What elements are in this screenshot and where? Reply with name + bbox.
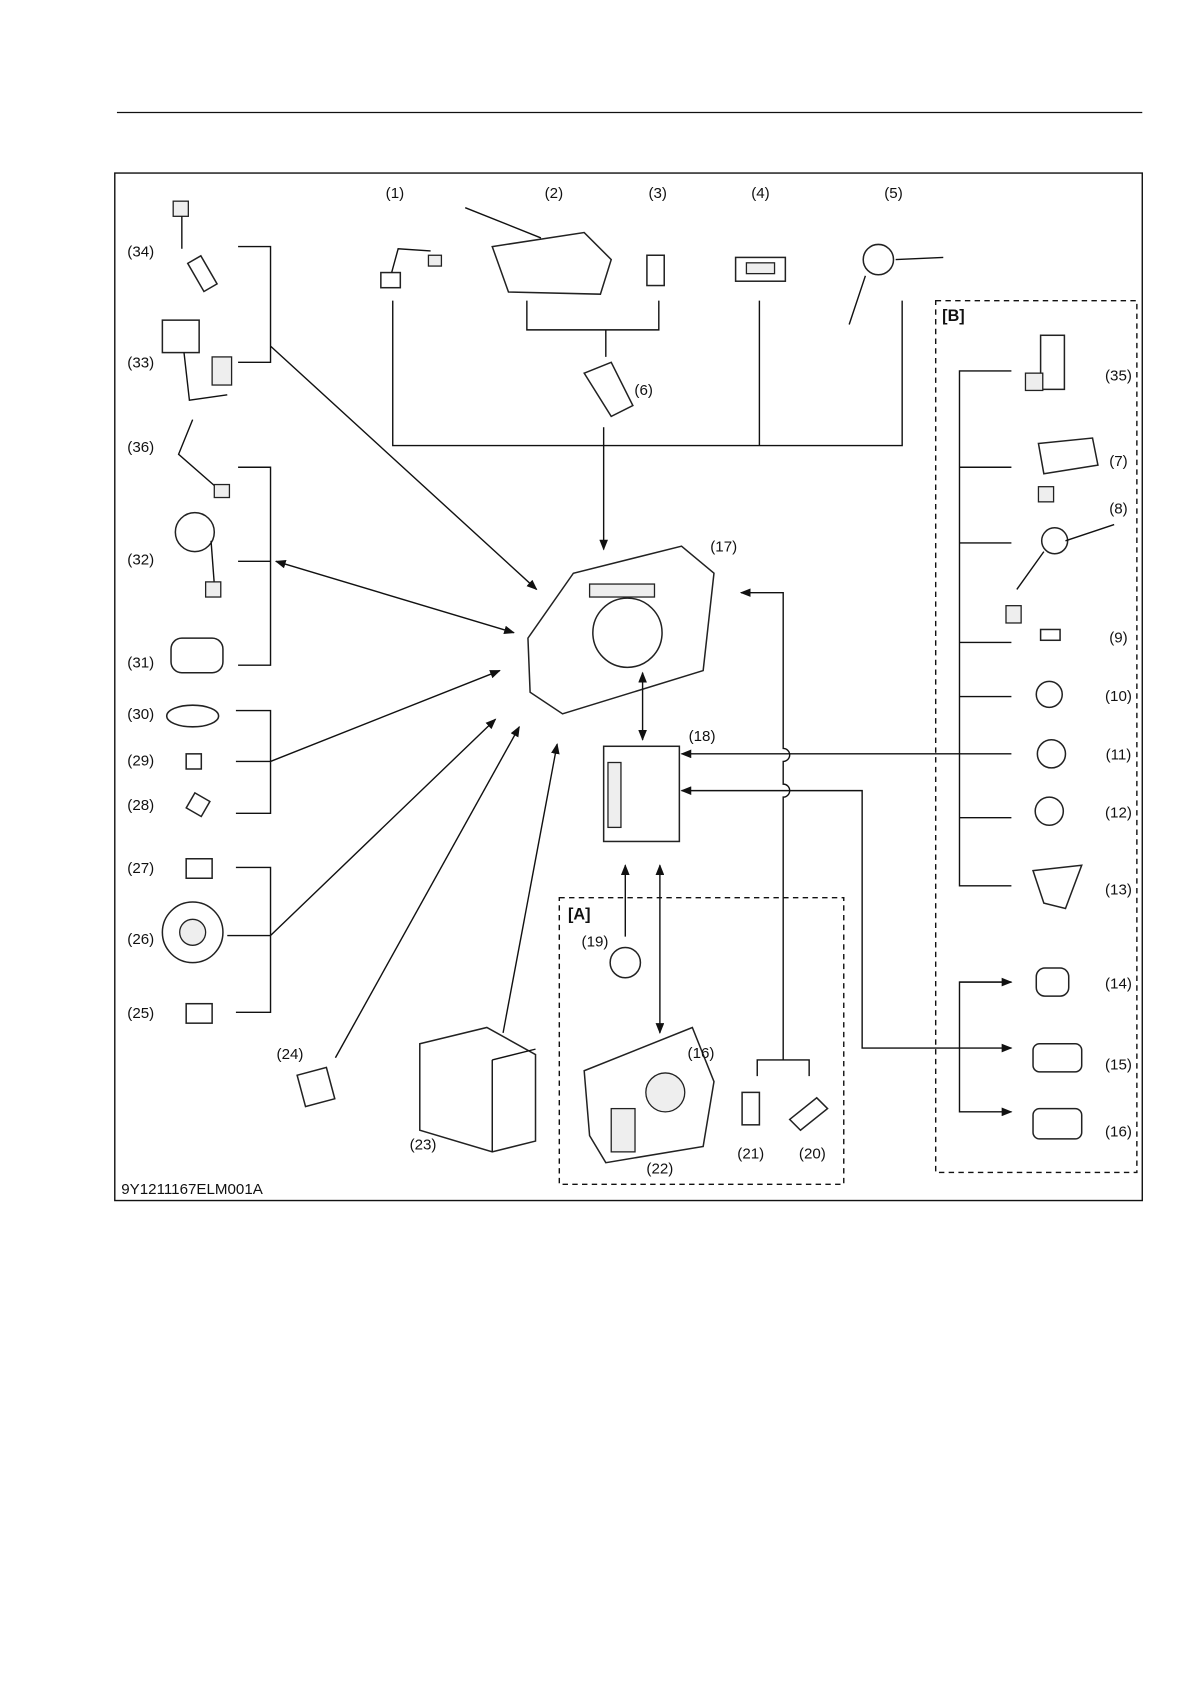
part-18-controller xyxy=(602,745,681,843)
label-10: (10) xyxy=(1105,688,1132,705)
part-5-key-switch xyxy=(848,243,944,325)
label-7: (7) xyxy=(1109,453,1128,470)
part-30-sender xyxy=(165,704,220,728)
part-36-sensor xyxy=(177,419,231,499)
part-11-sensor xyxy=(1036,739,1067,769)
part-7-switch xyxy=(1037,437,1099,503)
part-6-relay xyxy=(583,361,634,418)
label-6: (6) xyxy=(634,382,653,399)
connection-lines xyxy=(227,245,1011,1112)
part-19-sensor xyxy=(609,946,642,979)
label-36: (36) xyxy=(127,439,154,456)
label-12: (12) xyxy=(1105,805,1132,822)
label-20: (20) xyxy=(799,1145,826,1162)
label-19: (19) xyxy=(582,933,609,950)
part-17-meter-panel xyxy=(527,545,715,715)
label-35: (35) xyxy=(1105,368,1132,385)
label-15: (15) xyxy=(1105,1057,1132,1074)
label-1: (1) xyxy=(386,185,404,202)
part-27-sensor xyxy=(185,858,213,879)
label-25: (25) xyxy=(127,1005,154,1022)
label-28: (28) xyxy=(127,797,154,814)
label-8: (8) xyxy=(1109,501,1128,518)
part-10-sensor xyxy=(1035,680,1063,709)
part-23-battery xyxy=(419,1026,537,1153)
group-b-box xyxy=(934,299,1138,1174)
label-16-on-valve: (16) xyxy=(688,1045,715,1062)
part-15-solenoid-valve xyxy=(1032,1042,1083,1073)
part-20-temperature-sensor xyxy=(788,1096,829,1132)
label-5: (5) xyxy=(884,185,903,202)
part-32-buzzer xyxy=(174,511,222,598)
label-26: (26) xyxy=(127,931,154,948)
part-14-solenoid xyxy=(1035,967,1070,997)
part-8-lever-sensor xyxy=(1005,523,1115,624)
figure-code: 9Y1211167ELM001A xyxy=(121,1181,263,1198)
label-9: (9) xyxy=(1109,629,1128,646)
label-32: (32) xyxy=(127,552,154,569)
part-3-switch xyxy=(646,254,665,287)
part-13-sensor xyxy=(1032,864,1083,910)
part-24-relay xyxy=(296,1066,336,1108)
label-13: (13) xyxy=(1105,881,1132,898)
label-14: (14) xyxy=(1105,976,1132,993)
label-21: (21) xyxy=(737,1145,764,1162)
label-3: (3) xyxy=(648,185,666,202)
label-18: (18) xyxy=(689,728,716,745)
part-31-solenoid xyxy=(170,637,224,674)
label-33: (33) xyxy=(127,355,154,372)
part-35-switch xyxy=(1024,334,1066,392)
group-a-label: [A] xyxy=(568,905,591,923)
part-16-solenoid-valve xyxy=(1032,1107,1083,1140)
label-27: (27) xyxy=(127,860,154,877)
label-17: (17) xyxy=(710,539,737,556)
label-31: (31) xyxy=(127,654,154,671)
group-a-box xyxy=(558,896,845,1186)
part-28-sensor xyxy=(185,791,211,818)
part-4-switch xyxy=(734,256,787,282)
part-1-sensor xyxy=(380,248,443,289)
label-34: (34) xyxy=(127,243,154,260)
group-b-label: [B] xyxy=(942,307,965,325)
label-2: (2) xyxy=(545,185,564,202)
figure-frame xyxy=(114,172,1143,1202)
part-26-alternator xyxy=(161,901,224,964)
part-29-switch xyxy=(185,753,203,770)
part-21-pressure-switch xyxy=(741,1091,761,1126)
label-30: (30) xyxy=(127,706,154,723)
label-29: (29) xyxy=(127,753,154,770)
part-25-sensor xyxy=(185,1002,213,1024)
label-22: (22) xyxy=(646,1161,673,1178)
part-12-sensor xyxy=(1034,796,1065,826)
label-16: (16) xyxy=(1105,1124,1132,1141)
label-24: (24) xyxy=(277,1046,304,1063)
part-34-sensor xyxy=(172,200,219,293)
label-11: (11) xyxy=(1106,746,1132,763)
part-33-switch xyxy=(161,319,233,401)
part-22-valve xyxy=(583,1026,715,1164)
label-23: (23) xyxy=(410,1137,437,1154)
label-4: (4) xyxy=(751,185,770,202)
part-9-sensor xyxy=(1039,628,1061,642)
part-2-combination-switch xyxy=(464,207,613,295)
